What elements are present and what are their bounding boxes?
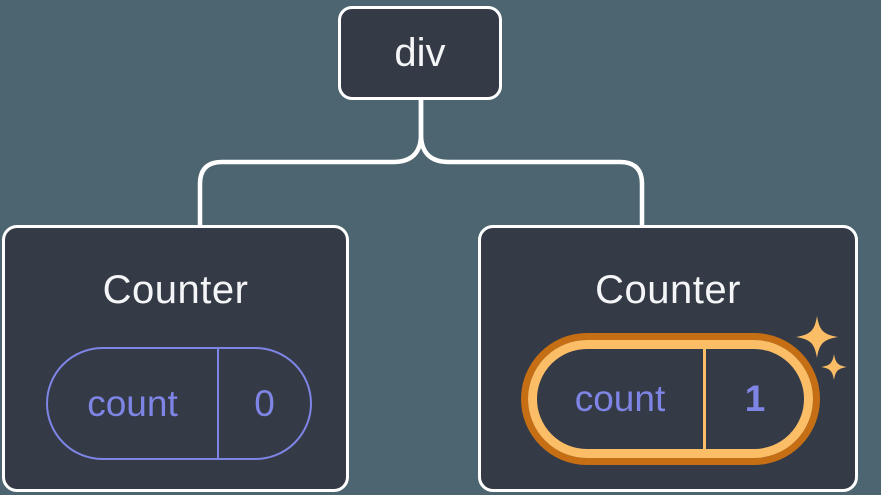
state-label: count [48,349,219,458]
connector-right-branch [418,97,645,229]
state-pill: count 0 [46,347,312,460]
connector-left-branch [197,97,424,229]
counter-title: Counter [595,268,741,312]
state-value: 0 [254,382,275,424]
counter-title: Counter [102,268,249,312]
counter-card-right: Counter count 1 [478,225,858,492]
state-pill-highlighted: count 1 [528,340,813,458]
root-node-div: div [338,6,502,100]
root-node-label: div [394,30,446,75]
state-label: count [537,349,706,449]
counter-card-left: Counter count 0 [2,225,349,492]
state-value: 1 [744,378,766,419]
